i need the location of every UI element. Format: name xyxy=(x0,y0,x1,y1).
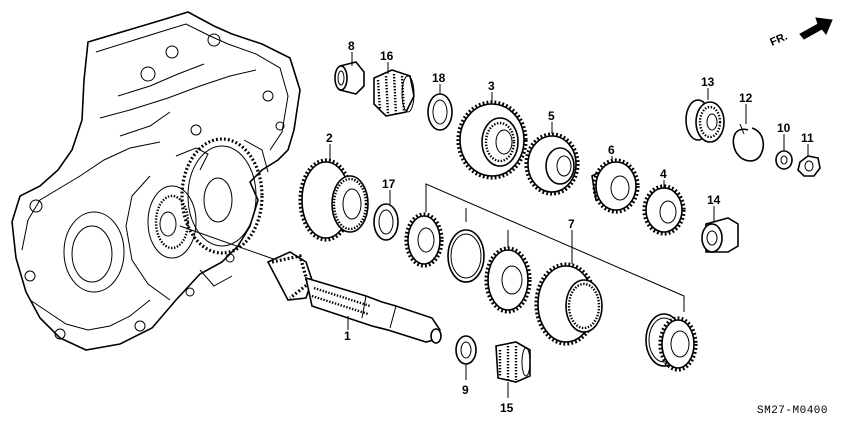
second-gear-2 xyxy=(298,158,369,242)
front-direction-indicator: FR. xyxy=(768,17,833,49)
fifth-gear-5 xyxy=(524,132,580,196)
ball-bearing-13 xyxy=(685,99,725,143)
gear-6 xyxy=(591,158,640,214)
synchro-ring-17 xyxy=(373,203,399,241)
synchro-sleeve-7 xyxy=(534,262,603,346)
mainshaft xyxy=(266,251,442,344)
callout-3: 3 xyxy=(488,79,495,93)
callout-18: 18 xyxy=(432,71,446,85)
callout-8: 8 xyxy=(348,39,355,53)
callout-11: 11 xyxy=(801,131,814,145)
front-direction-label: FR. xyxy=(768,31,789,49)
shaft-axis-line xyxy=(179,225,283,263)
diagram-code: SM27-M0400 xyxy=(757,405,828,417)
synchro-ring-pair xyxy=(645,313,698,372)
callout-5: 5 xyxy=(548,109,555,123)
callout-1: 1 xyxy=(344,329,351,343)
synchro-hub-group xyxy=(404,212,532,314)
needle-bearing-16 xyxy=(373,69,415,117)
callout-13: 13 xyxy=(701,75,715,89)
callout-9: 9 xyxy=(462,383,469,397)
snap-ring-12 xyxy=(732,123,765,162)
transmission-housing xyxy=(11,11,301,351)
leader-lines xyxy=(329,52,809,398)
washer-18 xyxy=(427,93,453,131)
callout-16: 16 xyxy=(380,49,394,63)
bushing-8 xyxy=(334,61,365,95)
callout-15: 15 xyxy=(500,401,514,415)
needle-bearing-15 xyxy=(495,341,531,383)
ball-bearing-14 xyxy=(701,217,739,253)
bracket-lines xyxy=(425,183,685,312)
callout-4: 4 xyxy=(660,167,667,181)
washer-9 xyxy=(455,335,477,365)
washer-10 xyxy=(775,150,793,170)
callout-7: 7 xyxy=(568,217,575,231)
callout-2: 2 xyxy=(326,131,333,145)
nut-11 xyxy=(797,155,821,177)
callout-12: 12 xyxy=(739,91,753,105)
gear-4 xyxy=(642,184,686,236)
callout-6: 6 xyxy=(608,143,615,157)
callout-10: 10 xyxy=(777,121,791,135)
callout-17: 17 xyxy=(382,177,396,191)
front-arrow-icon xyxy=(799,17,833,40)
third-gear-3 xyxy=(456,100,528,180)
callout-14: 14 xyxy=(707,193,721,207)
